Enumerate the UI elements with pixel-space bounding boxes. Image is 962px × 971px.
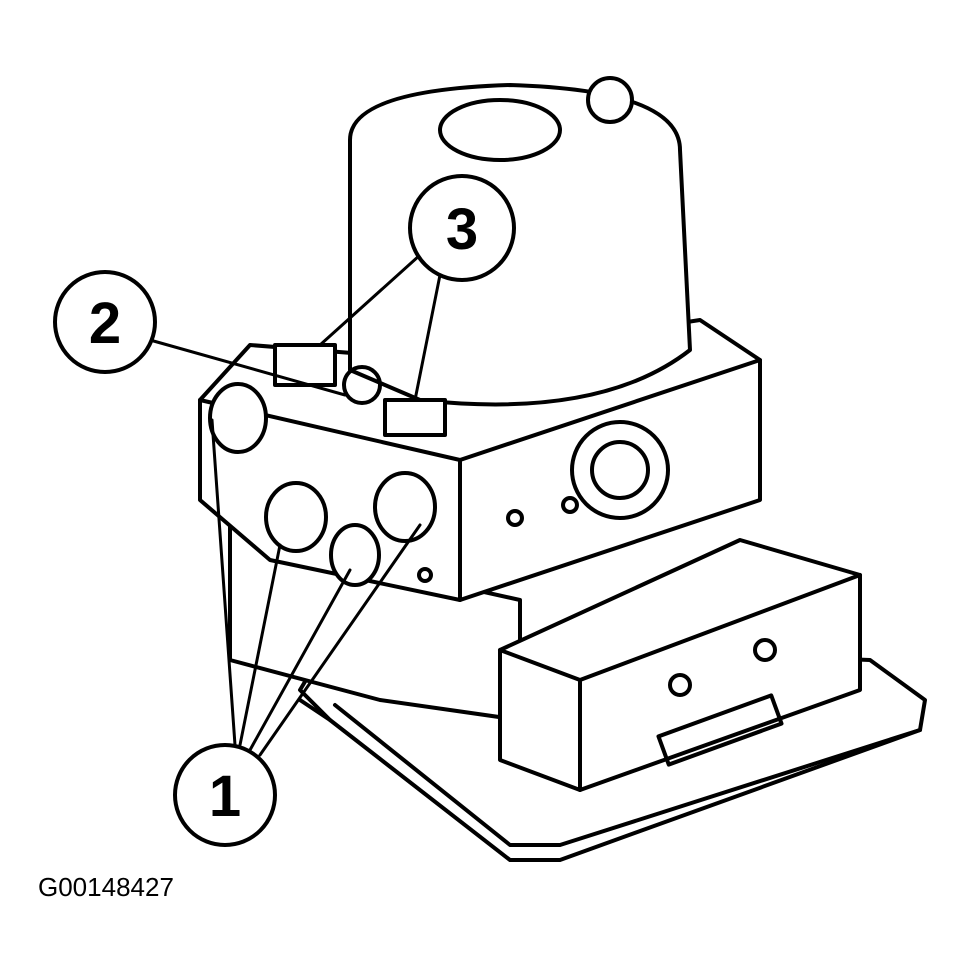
block-port <box>570 420 670 520</box>
control-module-edge <box>498 573 862 792</box>
callout-number: 1 <box>209 764 241 829</box>
callout-1: 1 <box>173 743 277 847</box>
base-plate-edge <box>298 698 922 847</box>
callout-number: 2 <box>89 291 121 356</box>
brake-line-port <box>373 471 437 543</box>
block-port <box>590 440 650 500</box>
control-module <box>498 538 862 792</box>
module-screw <box>668 673 692 697</box>
brake-line-port <box>264 481 328 553</box>
figure-id-label: G00148427 <box>38 872 174 902</box>
module-screw <box>753 638 777 662</box>
callout-2: 2 <box>53 270 157 374</box>
leader-lines <box>148 253 442 757</box>
block-hole <box>506 509 524 527</box>
module-connector <box>656 693 784 767</box>
pump-motor <box>348 83 692 407</box>
master-cylinder-port <box>383 398 447 437</box>
block-plug <box>342 365 382 405</box>
callout-number: 3 <box>446 197 478 262</box>
block-hole <box>417 567 433 583</box>
brake-line-port <box>208 382 268 454</box>
motor-cap <box>438 98 562 162</box>
hydraulic-block-edge <box>198 358 762 602</box>
motor-nub <box>586 76 634 124</box>
brake-line-port <box>329 523 381 587</box>
block-hole <box>561 496 579 514</box>
callout-3: 3 <box>408 174 516 282</box>
